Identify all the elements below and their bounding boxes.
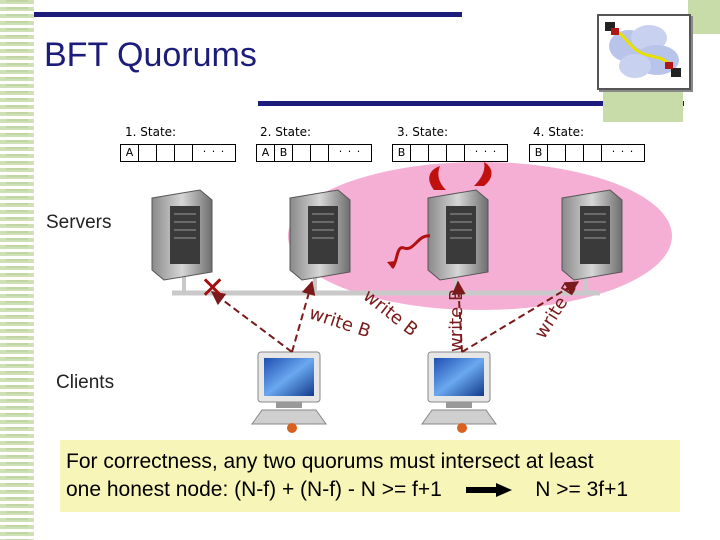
failed-write-mark: ✕ xyxy=(200,271,225,306)
logo-decoration xyxy=(603,92,683,122)
state-cell xyxy=(311,145,329,161)
state-row-2: A B · · · xyxy=(256,144,372,162)
caption-box: For correctness, any two quorums must in… xyxy=(60,440,680,512)
client-2-icon xyxy=(421,351,497,433)
state-ellipsis: · · · xyxy=(338,145,362,158)
write-arrow-2 xyxy=(291,280,316,353)
state-cell xyxy=(447,145,465,161)
state-cell: A xyxy=(121,145,139,161)
server-1-icon xyxy=(151,189,213,281)
state-row-3: B · · · xyxy=(392,144,508,162)
state-cell: B xyxy=(275,145,293,161)
caption-line-2-left: one honest node: (N-f) + (N-f) - N >= f+… xyxy=(66,478,442,501)
state-label-3: 3. State: xyxy=(397,125,449,139)
write-label-3: write B xyxy=(446,289,467,352)
state-ellipsis: · · · xyxy=(202,145,226,158)
state-cell: B xyxy=(530,145,548,161)
write-label-1: write B xyxy=(306,303,373,343)
clients-label: Clients xyxy=(56,372,115,393)
client-1-icon xyxy=(251,351,327,433)
state-cell xyxy=(139,145,157,161)
server-4-icon xyxy=(561,189,623,281)
state-label-1: 1. State: xyxy=(125,125,177,139)
state-label-2: 2. State: xyxy=(260,125,312,139)
state-ellipsis: · · · xyxy=(474,145,498,158)
state-cell: A xyxy=(257,145,275,161)
state-cell xyxy=(293,145,311,161)
state-cell xyxy=(429,145,447,161)
state-cell xyxy=(566,145,584,161)
state-cell xyxy=(157,145,175,161)
state-cell xyxy=(548,145,566,161)
caption-line-2: one honest node: (N-f) + (N-f) - N >= f+… xyxy=(66,476,672,504)
state-cell xyxy=(411,145,429,161)
state-ellipsis: · · · xyxy=(611,145,635,158)
left-stripe-decoration xyxy=(0,0,34,540)
devil-horns-icon xyxy=(387,162,492,270)
write-arrow-4 xyxy=(461,281,580,353)
state-cell: B xyxy=(393,145,411,161)
server-3-icon xyxy=(427,189,489,281)
state-cell xyxy=(175,145,193,161)
server-2-icon xyxy=(289,189,351,281)
caption-line-2-right: N >= 3f+1 xyxy=(535,478,629,501)
corner-decoration xyxy=(688,0,720,34)
slide-title: BFT Quorums xyxy=(44,36,257,74)
network-logo-icon xyxy=(597,14,691,90)
write-arrow-3 xyxy=(451,280,466,353)
state-label-4: 4. State: xyxy=(533,125,585,139)
state-cell xyxy=(584,145,602,161)
top-rule xyxy=(34,12,462,17)
write-arrow-1 xyxy=(210,291,293,353)
implies-arrow-icon xyxy=(465,483,512,498)
servers-label: Servers xyxy=(46,212,112,233)
caption-line-1: For correctness, any two quorums must in… xyxy=(66,450,594,473)
title-rule xyxy=(258,101,684,106)
state-row-4: B · · · xyxy=(529,144,645,162)
state-row-1: A · · · xyxy=(120,144,236,162)
